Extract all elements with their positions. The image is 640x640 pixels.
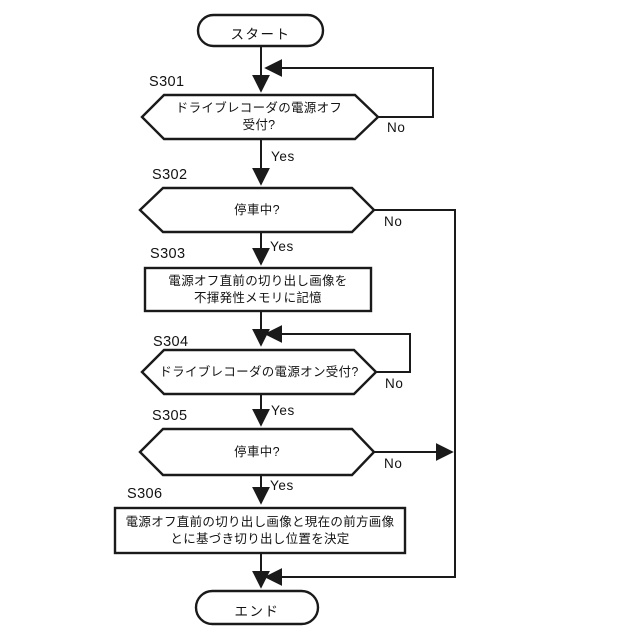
s302-step-label: S302: [152, 167, 188, 183]
s305-no-label: No: [384, 456, 403, 471]
s305-text: 停車中?: [234, 445, 280, 459]
end-terminal-shape: [194, 589, 320, 626]
edge-s302-no-to-end-merge: [264, 209, 456, 586]
s301-no-label: No: [387, 120, 406, 135]
s306-text: 電源オフ直前の切り出し画像と現在の前方画像 とに基づき切り出し位置を決定: [125, 515, 395, 546]
s303-text: 電源オフ直前の切り出し画像を 不揮発性メモリに記憶: [168, 274, 348, 305]
s304-text: ドライブレコーダの電源オン受付?: [159, 365, 359, 379]
end-label: エンド: [234, 604, 280, 619]
s304-yes-label: Yes: [271, 403, 295, 418]
s305-yes-label: Yes: [270, 478, 294, 493]
s303-process-shape: [143, 266, 373, 313]
start-label: スタート: [230, 27, 291, 42]
s301-step-label: S301: [149, 74, 185, 90]
s301-text: ドライブレコーダの電源オフ 受付?: [175, 101, 343, 132]
s302-text: 停車中?: [234, 203, 280, 217]
s301-decision-shape: [140, 93, 380, 141]
s303-step-label: S303: [150, 246, 186, 262]
start-terminal-shape: [196, 13, 325, 48]
s302-decision-shape: [138, 186, 376, 234]
s304-no-label: No: [385, 376, 404, 391]
s306-step-label: S306: [127, 486, 163, 502]
s301-yes-label: Yes: [271, 149, 295, 164]
s302-no-label: No: [384, 214, 403, 229]
s302-yes-label: Yes: [270, 239, 294, 254]
s304-decision-shape: [140, 348, 378, 396]
edge-s304-no-loop: [264, 325, 411, 373]
s305-decision-shape: [138, 427, 376, 477]
s304-step-label: S304: [153, 334, 189, 350]
s305-step-label: S305: [152, 408, 188, 424]
edge-s301-no-loop: [264, 59, 434, 118]
s306-process-shape: [113, 506, 407, 555]
